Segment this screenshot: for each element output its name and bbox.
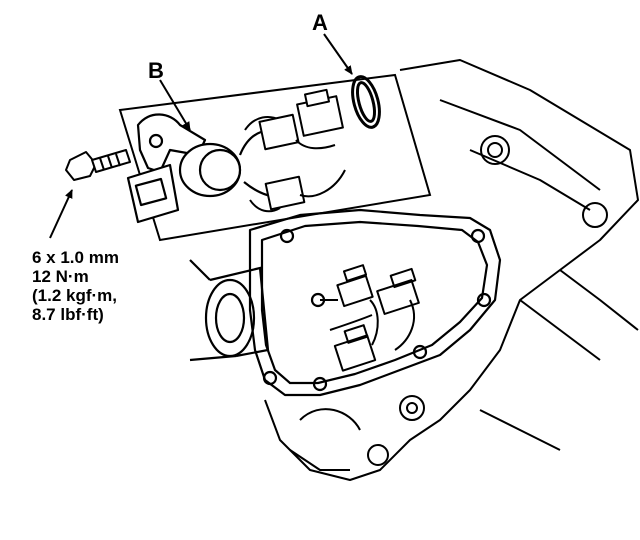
o-ring bbox=[351, 75, 381, 129]
bolt bbox=[65, 149, 131, 181]
solenoid-connectors bbox=[320, 264, 420, 372]
cover-gasket bbox=[248, 208, 502, 397]
callout-b: B bbox=[148, 58, 164, 83]
torque-spec: 6 x 1.0 mm 12 N·m (1.2 kgf·m, 8.7 lbf·ft… bbox=[32, 248, 119, 324]
leader-a bbox=[323, 33, 353, 75]
leader-lines bbox=[49, 33, 353, 239]
torque-lbfft: 8.7 lbf·ft) bbox=[32, 305, 104, 324]
leader-bolt bbox=[49, 189, 73, 239]
torque-nm: 12 N·m bbox=[32, 267, 89, 286]
transmission-case bbox=[264, 59, 639, 481]
sensor-harness bbox=[244, 88, 346, 213]
case-port bbox=[189, 259, 270, 362]
bolt-size: 6 x 1.0 mm bbox=[32, 248, 119, 267]
leader-b bbox=[159, 79, 191, 131]
torque-kgfm: (1.2 kgf·m, bbox=[32, 286, 118, 305]
callout-a: A bbox=[312, 10, 328, 35]
